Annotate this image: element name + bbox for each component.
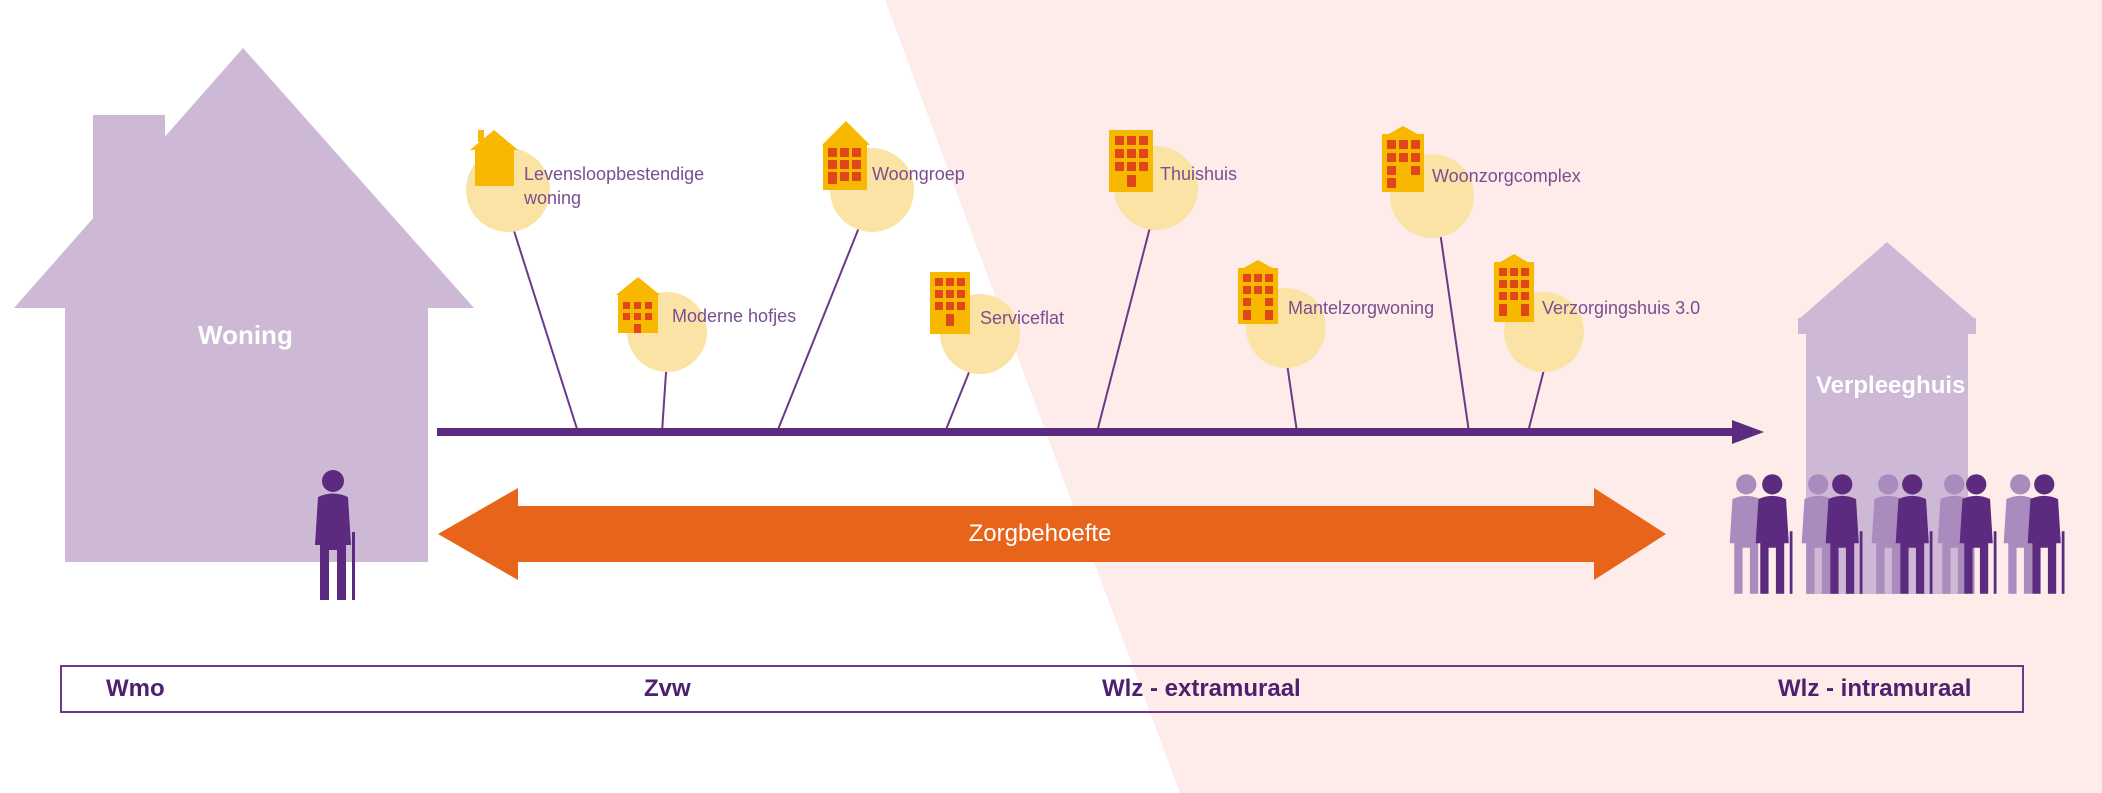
label-verzorgingshuis: Verzorgingshuis 3.0 (1542, 298, 1701, 318)
financing-wmo: Wmo (106, 675, 165, 702)
woongroep-house-icon (822, 121, 870, 190)
label-serviceflat: Serviceflat (980, 308, 1065, 328)
woning-label: Woning (198, 320, 293, 350)
financing-wlz-extramuraal: Wlz - extramuraal (1102, 675, 1301, 702)
label-thuishuis: Thuishuis (1160, 164, 1238, 184)
moderne-hofjes-row-houses-icon (616, 277, 660, 333)
label-levensloopbestendige-woning: Levensloopbestendige woning (524, 164, 705, 208)
verpleeghuis-label: Verpleeghuis (1816, 372, 1966, 399)
financing-bar: Wmo Zvw Wlz - extramuraal Wlz - intramur… (60, 665, 2024, 713)
levensloop-house-icon (470, 130, 518, 186)
woonzorgcomplex-building-icon (1382, 126, 1424, 192)
verzorgingshuis-building-icon (1494, 254, 1534, 322)
financing-wlz-intramuraal: Wlz - intramuraal (1778, 675, 1972, 702)
financing-zvw: Zvw (644, 675, 691, 702)
timeline-arrowhead (1732, 420, 1764, 444)
serviceflat-building-icon (930, 272, 970, 334)
mantelzorgwoning-building-icon (1238, 260, 1278, 324)
woning-chimney (93, 115, 165, 245)
zorgbehoefte-arrow (438, 488, 1666, 580)
label-mantelzorgwoning: Mantelzorgwoning (1288, 298, 1435, 318)
woning-house (14, 48, 474, 562)
thuishuis-building-icon (1109, 130, 1153, 192)
zorgbehoefte-label: Zorgbehoefte (968, 520, 1112, 547)
label-woonzorgcomplex: Woonzorgcomplex (1432, 166, 1581, 186)
label-moderne-hofjes: Moderne hofjes (672, 306, 797, 326)
label-woongroep: Woongroep (872, 164, 965, 184)
